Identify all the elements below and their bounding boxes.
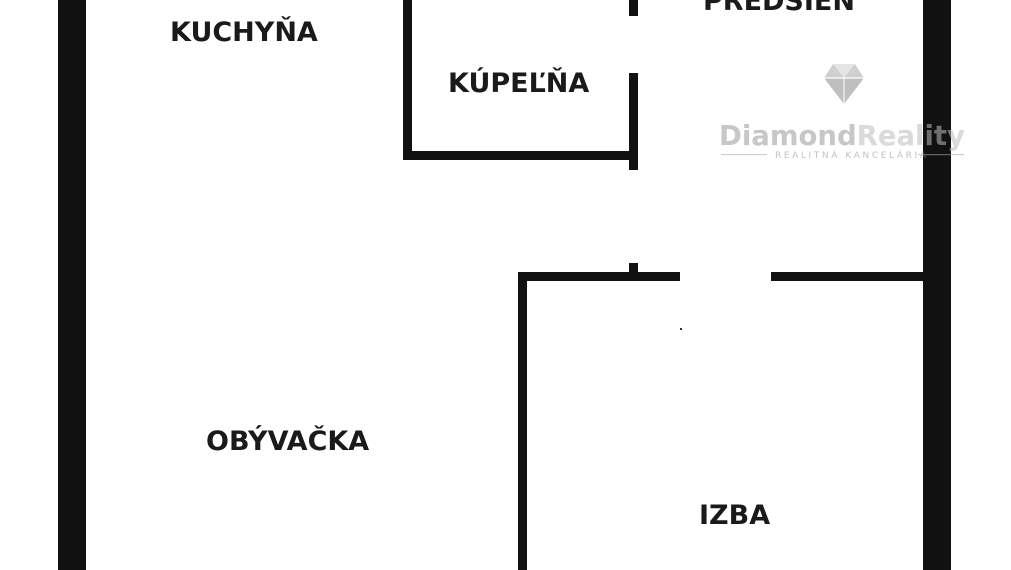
- watermark-rule-right: [918, 154, 964, 156]
- room-label-hallway: PREDSIEŇ: [703, 0, 855, 17]
- wall-outer-left: [58, 0, 86, 570]
- outer-walls: [58, 0, 951, 570]
- room-label-kitchen: KUCHYŇA: [170, 16, 318, 48]
- wall-bathroom-right-top: [629, 0, 638, 16]
- wall-bathroom-right: [629, 73, 638, 170]
- wall-bedroom-left: [518, 272, 527, 570]
- diamond-icon: [824, 64, 864, 104]
- watermark-name-part1: Diamond: [719, 119, 857, 152]
- wall-bedroom-top-right: [771, 272, 931, 281]
- watermark-rule-left: [721, 154, 767, 156]
- wall-bathroom-bottom: [403, 151, 638, 160]
- wall-stub-hall: [629, 263, 638, 278]
- watermark-tagline: REALITNÁ KANCELÁRIA: [775, 149, 928, 161]
- watermark-name: DiamondReality: [719, 119, 965, 152]
- watermark: DiamondReality REALITNÁ KANCELÁRIA: [719, 64, 965, 161]
- wall-bathroom-left: [403, 0, 412, 160]
- plan-dot: [680, 328, 682, 330]
- room-label-bathroom: KÚPEĽŇA: [448, 67, 589, 99]
- watermark-name-part2: Reality: [857, 119, 965, 152]
- wall-bedroom-top-left: [518, 272, 680, 281]
- room-label-living-room: OBÝVAČKA: [206, 425, 369, 457]
- interior-walls: [403, 0, 931, 570]
- room-label-bedroom: IZBA: [699, 500, 770, 531]
- wall-outer-right: [923, 0, 951, 570]
